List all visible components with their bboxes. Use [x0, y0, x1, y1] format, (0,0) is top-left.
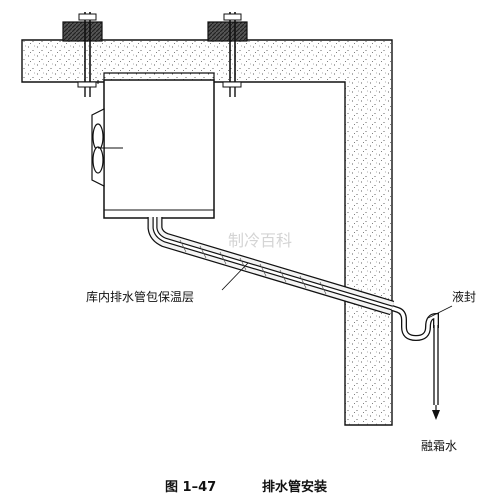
watermark: 制冷百科 [228, 231, 292, 250]
hanger-bolts [77, 81, 242, 97]
figure-title: 排水管安装 [262, 479, 327, 495]
insulated-pipe-label: 库内排水管包保温层 [86, 289, 194, 304]
evaporator-unit [97, 72, 215, 219]
water-seal-label: 液封 [452, 289, 476, 304]
drain-pipe [147, 217, 440, 420]
figure-number: 图 1–47 [165, 480, 216, 495]
defrost-water-label: 融霜水 [421, 439, 457, 453]
left-bolt-block [62, 12, 103, 82]
leader-lines [221, 262, 453, 319]
right-bolt-block [207, 12, 248, 82]
ceiling-and-wall [21, 39, 393, 426]
fan-icon [91, 108, 123, 187]
